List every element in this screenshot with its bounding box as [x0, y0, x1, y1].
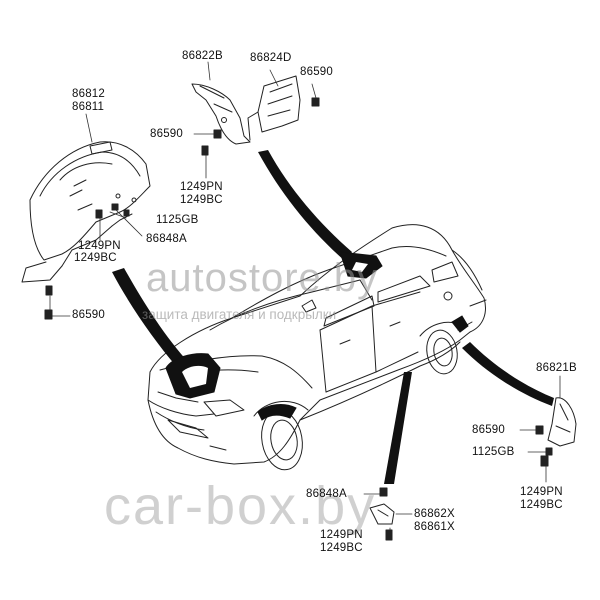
part-label-86590-right: 86590 [472, 424, 505, 436]
part-label-86862X: 86862X [414, 508, 455, 520]
upper-shield-part [191, 83, 251, 145]
upper-panel-part [247, 75, 301, 141]
part-label-1125GB-left: 1125GB [156, 214, 199, 226]
part-label-1249BC-top: 1249BC [180, 194, 223, 206]
part-label-86811: 86811 [72, 101, 105, 113]
watermark-bottom: car-box.by [104, 476, 377, 536]
part-label-86824D: 86824D [250, 52, 292, 64]
part-label-86590-mid: 86590 [150, 128, 183, 140]
rear-liner-part [547, 397, 577, 447]
part-label-86848A-left: 86848A [146, 233, 187, 245]
sill-bracket-part [369, 503, 395, 525]
part-label-86812: 86812 [72, 88, 105, 100]
part-label-1249BC-bottom: 1249BC [320, 542, 363, 554]
part-label-86861X: 86861X [414, 521, 455, 533]
part-label-1249PN-right: 1249PN [520, 486, 563, 498]
pointer-arrows [112, 150, 554, 484]
part-label-86822B: 86822B [182, 50, 223, 62]
front-liner-part [21, 141, 151, 283]
part-label-86590-top: 86590 [300, 66, 333, 78]
watermark-main: autostore.by [146, 256, 379, 300]
part-label-1125GB-right: 1125GB [472, 446, 515, 458]
part-label-1249PN-left: 1249PN [78, 240, 121, 252]
part-label-1249BC-right: 1249BC [520, 499, 563, 511]
part-label-86848A-bottom: 86848A [306, 488, 347, 500]
part-label-86590-left: 86590 [72, 309, 105, 321]
part-label-1249BC-left: 1249BC [74, 252, 117, 264]
part-label-1249PN-bottom: 1249PN [320, 529, 363, 541]
part-label-86821B: 86821B [536, 362, 577, 374]
watermark-subtitle: защита двигателя и подкрылки [142, 307, 337, 322]
part-label-1249PN-top: 1249PN [180, 181, 223, 193]
